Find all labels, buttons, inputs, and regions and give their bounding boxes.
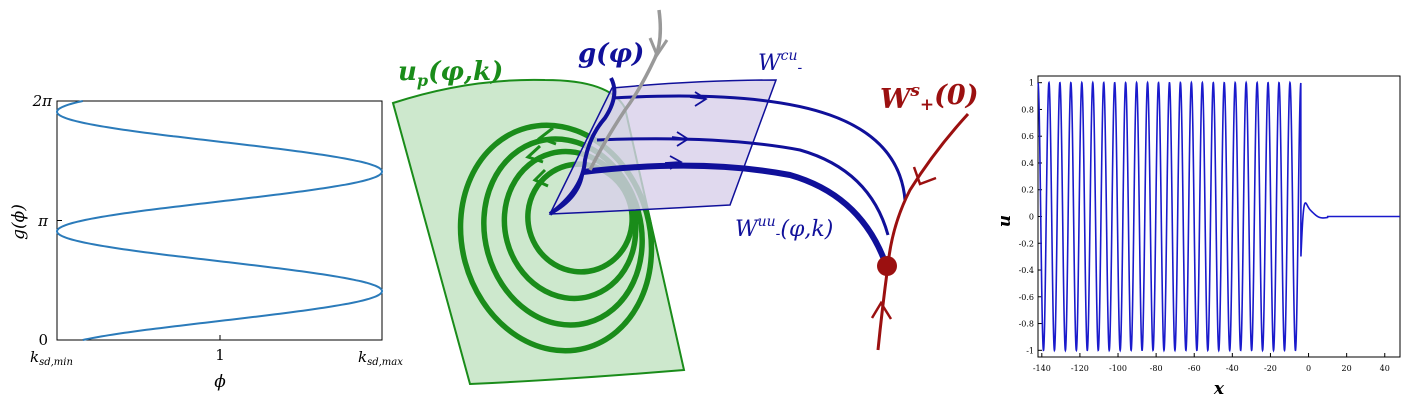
right-ytick-label: 0	[1029, 213, 1034, 222]
right-ytick-label: 1	[1029, 79, 1034, 88]
right-xtick-label: 20	[1342, 364, 1352, 373]
equilibrium-point	[877, 256, 897, 276]
label-ws-main: W	[880, 84, 913, 115]
right-ytick-label: 0.6	[1021, 132, 1034, 141]
left-ytick-2pi: 2π	[32, 92, 54, 110]
right-ytick-label: -0.8	[1019, 320, 1034, 329]
label-up: up(φ,k)	[398, 57, 503, 90]
g-curve	[548, 77, 617, 216]
label-ws: Ws+(0)	[880, 80, 979, 115]
right-y-ticks: -1 -0.8 -0.6 -0.4 -0.2 0 0.2 0.4 0.6 0.8 1	[1019, 79, 1042, 355]
label-wuu-sup: uu	[758, 214, 776, 230]
right-xtick-label: -20	[1264, 364, 1277, 373]
left-y-ticks: 0 π 2π	[32, 92, 221, 349]
trajectory-middle	[596, 137, 890, 236]
left-xlabel: ϕ	[214, 372, 226, 392]
right-xtick-label: -80	[1150, 364, 1163, 373]
trajectory-lower	[582, 162, 888, 264]
left-xtick-1: 1	[215, 346, 225, 364]
label-wcu: Wcu-	[758, 48, 802, 76]
green-orbit-arrows	[525, 126, 557, 188]
left-plot: 0 π 2π g(ϕ) ksd,min 1 ksd,max ϕ	[9, 92, 403, 392]
right-xtick-label: -60	[1188, 364, 1201, 373]
right-ytick-label: -0.4	[1019, 266, 1034, 275]
left-xtick-kmin-sub: sd,min	[39, 357, 73, 368]
label-ws-sub: +	[920, 95, 934, 115]
label-g: g(φ)	[578, 39, 644, 69]
green-orbit-3	[481, 136, 645, 328]
right-plot-curve	[1037, 80, 1400, 353]
left-ylabel: g(ϕ)	[9, 204, 29, 240]
right-ytick-label: 0.8	[1021, 105, 1034, 114]
label-wuu-main: W	[735, 217, 760, 242]
right-xtick-label: 0	[1306, 364, 1311, 373]
right-xlabel: x	[1213, 379, 1225, 399]
right-ylabel: u	[998, 215, 1015, 227]
svg-text:ksd,max: ksd,max	[358, 348, 403, 368]
left-plot-curve	[55, 100, 384, 341]
right-xtick-label: -100	[1109, 364, 1127, 373]
label-up-args: (φ,k)	[428, 57, 503, 87]
right-ytick-label: -0.2	[1019, 239, 1034, 248]
left-xtick-kmin: k	[30, 348, 39, 366]
label-wcu-sup: cu	[781, 48, 798, 64]
label-wcu-sub: -	[797, 60, 802, 76]
left-ytick-pi: π	[37, 212, 49, 230]
label-wcu-main: W	[758, 51, 783, 76]
right-xtick-label: -120	[1071, 364, 1089, 373]
label-wuu: Wuu-(φ,k)	[735, 214, 833, 242]
green-orbit-4	[457, 122, 655, 354]
red-arrow-lower	[870, 300, 893, 320]
label-ws-sup: s	[909, 81, 920, 101]
right-xtick-label: -140	[1033, 364, 1051, 373]
right-x-ticks: -140 -120 -100 -80 -60 -40 -20 0 20 40	[1033, 353, 1390, 373]
right-ytick-label: -1	[1026, 346, 1034, 355]
gray-incoming-curve	[588, 9, 663, 171]
blue-trajectory-arrows	[664, 91, 708, 170]
label-wuu-args: (φ,k)	[780, 217, 833, 242]
label-up-sub: p	[417, 71, 428, 90]
left-plot-frame	[56, 100, 383, 341]
right-plot: -1 -0.8 -0.6 -0.4 -0.2 0 0.2 0.4 0.6 0.8 1 -140 -12…	[998, 75, 1401, 399]
right-ytick-label: 0.2	[1021, 186, 1034, 195]
red-arrow-upper	[912, 166, 937, 186]
right-ytick-label: 0.4	[1021, 159, 1034, 168]
right-xtick-label: 40	[1380, 364, 1390, 373]
left-x-ticks: ksd,min 1 ksd,max	[30, 346, 403, 368]
label-up-main: u	[398, 57, 417, 87]
left-ytick-0: 0	[38, 331, 48, 349]
blue-trajectories	[548, 77, 907, 264]
right-ytick-label: -0.6	[1019, 293, 1034, 302]
svg-text:ksd,min: ksd,min	[30, 348, 73, 368]
phase-diagram: up(φ,k) g(φ) Wcu- Wuu-(φ,k) Ws+(0)	[391, 9, 979, 386]
label-wuu-sub: -	[776, 226, 781, 242]
trajectory-upper	[611, 94, 907, 201]
label-ws-args: (0)	[934, 80, 978, 111]
right-xtick-label: -40	[1226, 364, 1239, 373]
left-xtick-kmax-sub: sd,max	[367, 357, 403, 368]
left-xtick-kmax: k	[358, 348, 367, 366]
gray-arrow-head	[648, 37, 669, 59]
stable-manifold-curve	[876, 112, 970, 351]
